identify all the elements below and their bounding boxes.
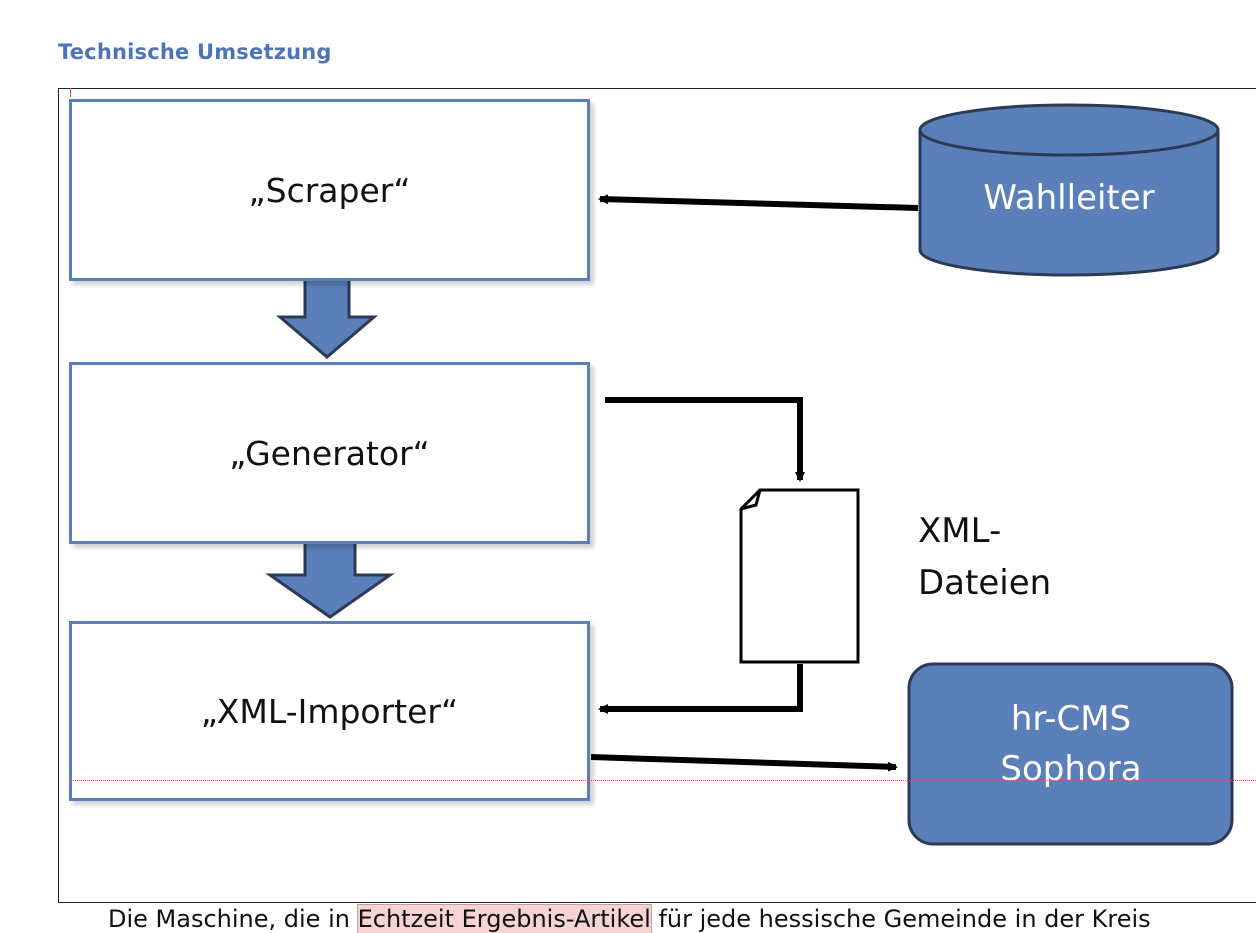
importer-box: „XML-Importer“ [69, 621, 590, 801]
margin-marker [70, 88, 71, 97]
cms-box [907, 662, 1234, 846]
database-cylinder [918, 103, 1220, 277]
margin-guide [70, 780, 1256, 781]
database-label: Wahlleiter [983, 178, 1155, 218]
arrow-wahlleiter-to-scraper [598, 194, 919, 211]
scraper-label: „Scraper“ [248, 170, 411, 210]
cms-label: hr-CMS Sophora [1000, 699, 1142, 789]
block-arrow-generator-to-importer [265, 536, 395, 619]
xml-files-label: XML- Dateien [918, 511, 1052, 603]
arrow-importer-to-cms [590, 754, 898, 772]
generator-box: „Generator“ [69, 362, 590, 544]
arrow-generator-to-xml [605, 397, 805, 482]
highlighted-text[interactable]: Echtzeit Ergebnis-Artikel [356, 904, 652, 933]
arrow-xml-to-importer [598, 664, 803, 714]
diagram-frame [58, 88, 1256, 903]
body-text: Die Maschine, die in Echtzeit Ergebnis-A… [108, 904, 1151, 933]
generator-label: „Generator“ [229, 433, 430, 473]
importer-label: „XML-Importer“ [200, 691, 459, 731]
document-icon [739, 488, 860, 664]
block-arrow-scraper-to-generator [275, 276, 379, 359]
page-title: Technische Umsetzung [58, 40, 332, 64]
scraper-box: „Scraper“ [69, 99, 590, 281]
